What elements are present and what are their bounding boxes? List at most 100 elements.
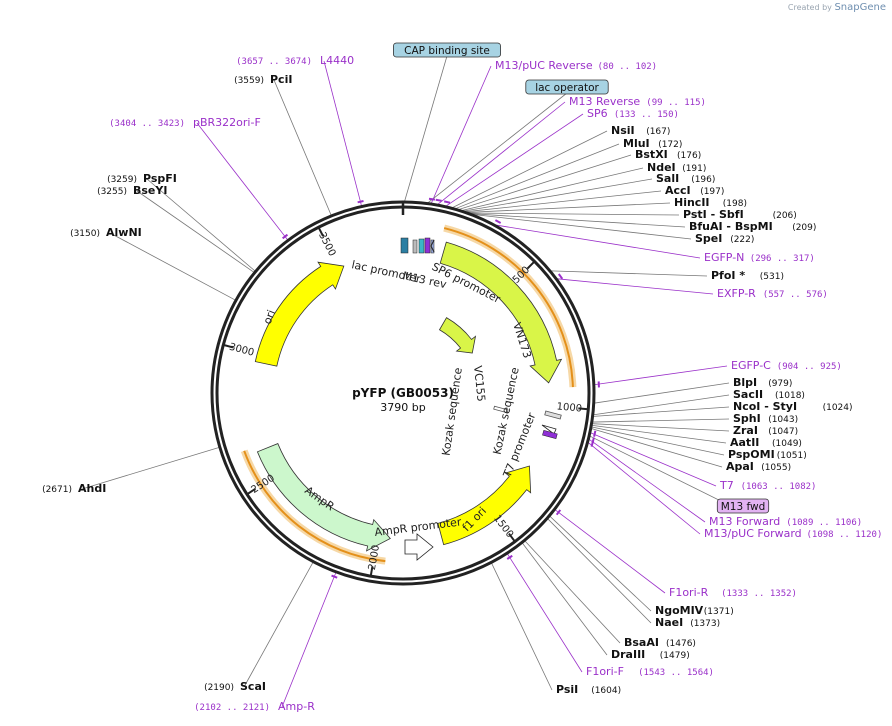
site-label-pfoi-[interactable]: PfoI *(531) xyxy=(711,269,784,282)
site-label-naei[interactable]: NaeI(1373) xyxy=(655,616,720,629)
site-label-ndei[interactable]: NdeI(191) xyxy=(647,161,706,174)
site-label-bstxi[interactable]: BstXI(176) xyxy=(635,148,701,161)
box-label-m13-fwd[interactable]: M13 fwd xyxy=(716,498,770,514)
primer-name: Amp-R xyxy=(278,700,315,713)
box-label-cap-binding-site[interactable]: CAP binding site xyxy=(392,42,501,58)
site-label-bsaai[interactable]: BsaAI(1476) xyxy=(624,636,696,649)
site-name: AlwNI xyxy=(106,226,142,239)
site-label-ncoi-styi[interactable]: NcoI - StyI(1024) xyxy=(733,400,853,413)
site-position: (206) xyxy=(773,211,797,221)
site-label-acci[interactable]: AccI(197) xyxy=(665,184,724,197)
primer-label-m13-forward[interactable]: M13 Forward(1089 .. 1106) xyxy=(709,515,862,528)
site-name: AhdI xyxy=(78,482,106,495)
leader-line xyxy=(473,214,692,240)
box-label-lac-operator[interactable]: lac operator xyxy=(525,79,609,95)
site-position: (2671) xyxy=(42,485,72,495)
primer-label-m13-reverse[interactable]: M13 Reverse(99 .. 115) xyxy=(569,95,706,108)
ampr-promoter-arrow-icon xyxy=(404,533,434,561)
tick-label: 1000 xyxy=(556,401,582,414)
primer-label-pbr322ori-f[interactable]: pBR322ori-F(3404 .. 3423) xyxy=(109,116,261,129)
site-label-mlui[interactable]: MluI(172) xyxy=(623,137,682,150)
tick-mark xyxy=(508,532,516,543)
highlight-arc-line xyxy=(243,450,386,563)
snapgene-credit: Created by SnapGene xyxy=(787,2,886,13)
primer-mark xyxy=(494,219,502,224)
site-label-spei[interactable]: SpeI(222) xyxy=(695,232,754,245)
primer-label-egfp-n[interactable]: EGFP-N(296 .. 317) xyxy=(704,251,815,264)
site-label-pspfi[interactable]: PspFI(3259) xyxy=(107,172,177,185)
leader-line xyxy=(452,130,608,208)
site-position: (1047) xyxy=(768,427,798,437)
site-label-sacii[interactable]: SacII(1018) xyxy=(733,388,805,401)
site-position: (1049) xyxy=(772,439,802,449)
site-label-bfuai-bspmi[interactable]: BfuAI - BspMI(209) xyxy=(689,220,816,233)
leader-line xyxy=(592,423,730,432)
sp6-arrow-icon xyxy=(430,239,435,253)
site-label-alwni[interactable]: AlwNI(3150) xyxy=(70,226,142,239)
site-label-psii[interactable]: PsiI(1604) xyxy=(556,683,621,696)
leader-line xyxy=(588,442,701,535)
feature-ori[interactable] xyxy=(254,261,345,367)
feature-f1-ori[interactable] xyxy=(437,465,532,546)
primer-label-sp6[interactable]: SP6(133 .. 150) xyxy=(587,107,679,120)
leader-line xyxy=(590,432,717,487)
primer-name: EXFP-R xyxy=(717,287,756,300)
site-position: (1479) xyxy=(660,651,690,661)
site-label-sphi[interactable]: SphI(1043) xyxy=(733,412,798,425)
primer-label-l4440[interactable]: L4440(3657 .. 3674) xyxy=(236,54,354,67)
primer-name: L4440 xyxy=(320,54,354,67)
primer-label-egfp-c[interactable]: EGFP-C(904 .. 925) xyxy=(731,359,842,372)
site-label-pcii[interactable]: PciI(3559) xyxy=(234,73,292,86)
primer-label-m13-puc-reverse[interactable]: M13/pUC Reverse(80 .. 102) xyxy=(495,59,657,72)
site-label-blpi[interactable]: BlpI(979) xyxy=(733,376,792,389)
site-name: PsiI xyxy=(556,683,578,696)
site-label-psti-sbfi[interactable]: PstI - SbfI (206) xyxy=(683,208,797,221)
site-label-hincii[interactable]: HincII(198) xyxy=(674,196,747,209)
primer-label-f1ori-f[interactable]: F1ori-F(1543 .. 1564) xyxy=(586,665,714,678)
site-name: SpeI xyxy=(695,232,722,245)
leader-line xyxy=(593,406,730,417)
primer-label-amp-r[interactable]: Amp-R(2102 .. 2121) xyxy=(194,700,315,713)
site-name: NsiI xyxy=(611,124,635,137)
site-name: SacII xyxy=(733,388,763,401)
site-position: (176) xyxy=(677,151,701,161)
site-label-nsii[interactable]: NsiI(167) xyxy=(611,124,670,137)
site-name: DraIII xyxy=(611,648,645,661)
site-label-ngomiv[interactable]: NgoMIV(1371) xyxy=(655,604,734,617)
site-position: (2190) xyxy=(204,683,234,693)
feature-ampr[interactable] xyxy=(256,443,391,552)
primer-range: (1098 .. 1120) xyxy=(807,530,883,540)
primer-range: (1089 .. 1106) xyxy=(786,518,862,528)
primer-mark xyxy=(435,198,442,202)
site-label-sali[interactable]: SalI(196) xyxy=(656,172,715,185)
primer-mark xyxy=(590,440,595,447)
leader-line xyxy=(427,92,568,203)
leader-line xyxy=(404,55,448,202)
site-label-draiii[interactable]: DraIII (1479) xyxy=(611,648,690,661)
primer-label-t7[interactable]: T7(1063 .. 1082) xyxy=(719,479,816,492)
leader-line xyxy=(243,562,314,688)
site-position: (1043) xyxy=(768,415,798,425)
box-background xyxy=(392,42,501,58)
primer-label-exfp-r[interactable]: EXFP-R(557 .. 576) xyxy=(717,287,828,300)
primer-label-m13-puc-forward[interactable]: M13/pUC Forward(1098 .. 1120) xyxy=(704,527,882,540)
site-name: NdeI xyxy=(647,161,676,174)
primer-range: (904 .. 925) xyxy=(777,362,842,372)
site-name: PstI - SbfI xyxy=(683,208,744,221)
site-label-aatii[interactable]: AatII(1049) xyxy=(730,436,802,449)
site-label-zrai[interactable]: ZraI(1047) xyxy=(733,424,798,437)
site-label-scai[interactable]: ScaI(2190) xyxy=(204,680,266,693)
site-label-bseyi[interactable]: BseYI(3255) xyxy=(97,184,167,197)
primer-label-f1ori-r[interactable]: F1ori-R(1333 .. 1352) xyxy=(669,586,797,599)
site-marks xyxy=(282,197,600,579)
feature-vn173[interactable] xyxy=(439,241,563,384)
leader-line xyxy=(273,79,332,216)
site-name: ApaI xyxy=(726,460,754,473)
site-label-apai[interactable]: ApaI(1055) xyxy=(726,460,791,473)
site-label-ahdi[interactable]: AhdI (2671) xyxy=(42,482,106,495)
site-label-pspomi[interactable]: PspOMI(1051) xyxy=(728,448,807,461)
primer-mark xyxy=(331,574,338,579)
feature-vc155[interactable] xyxy=(438,317,477,354)
primer-mark xyxy=(593,430,597,437)
